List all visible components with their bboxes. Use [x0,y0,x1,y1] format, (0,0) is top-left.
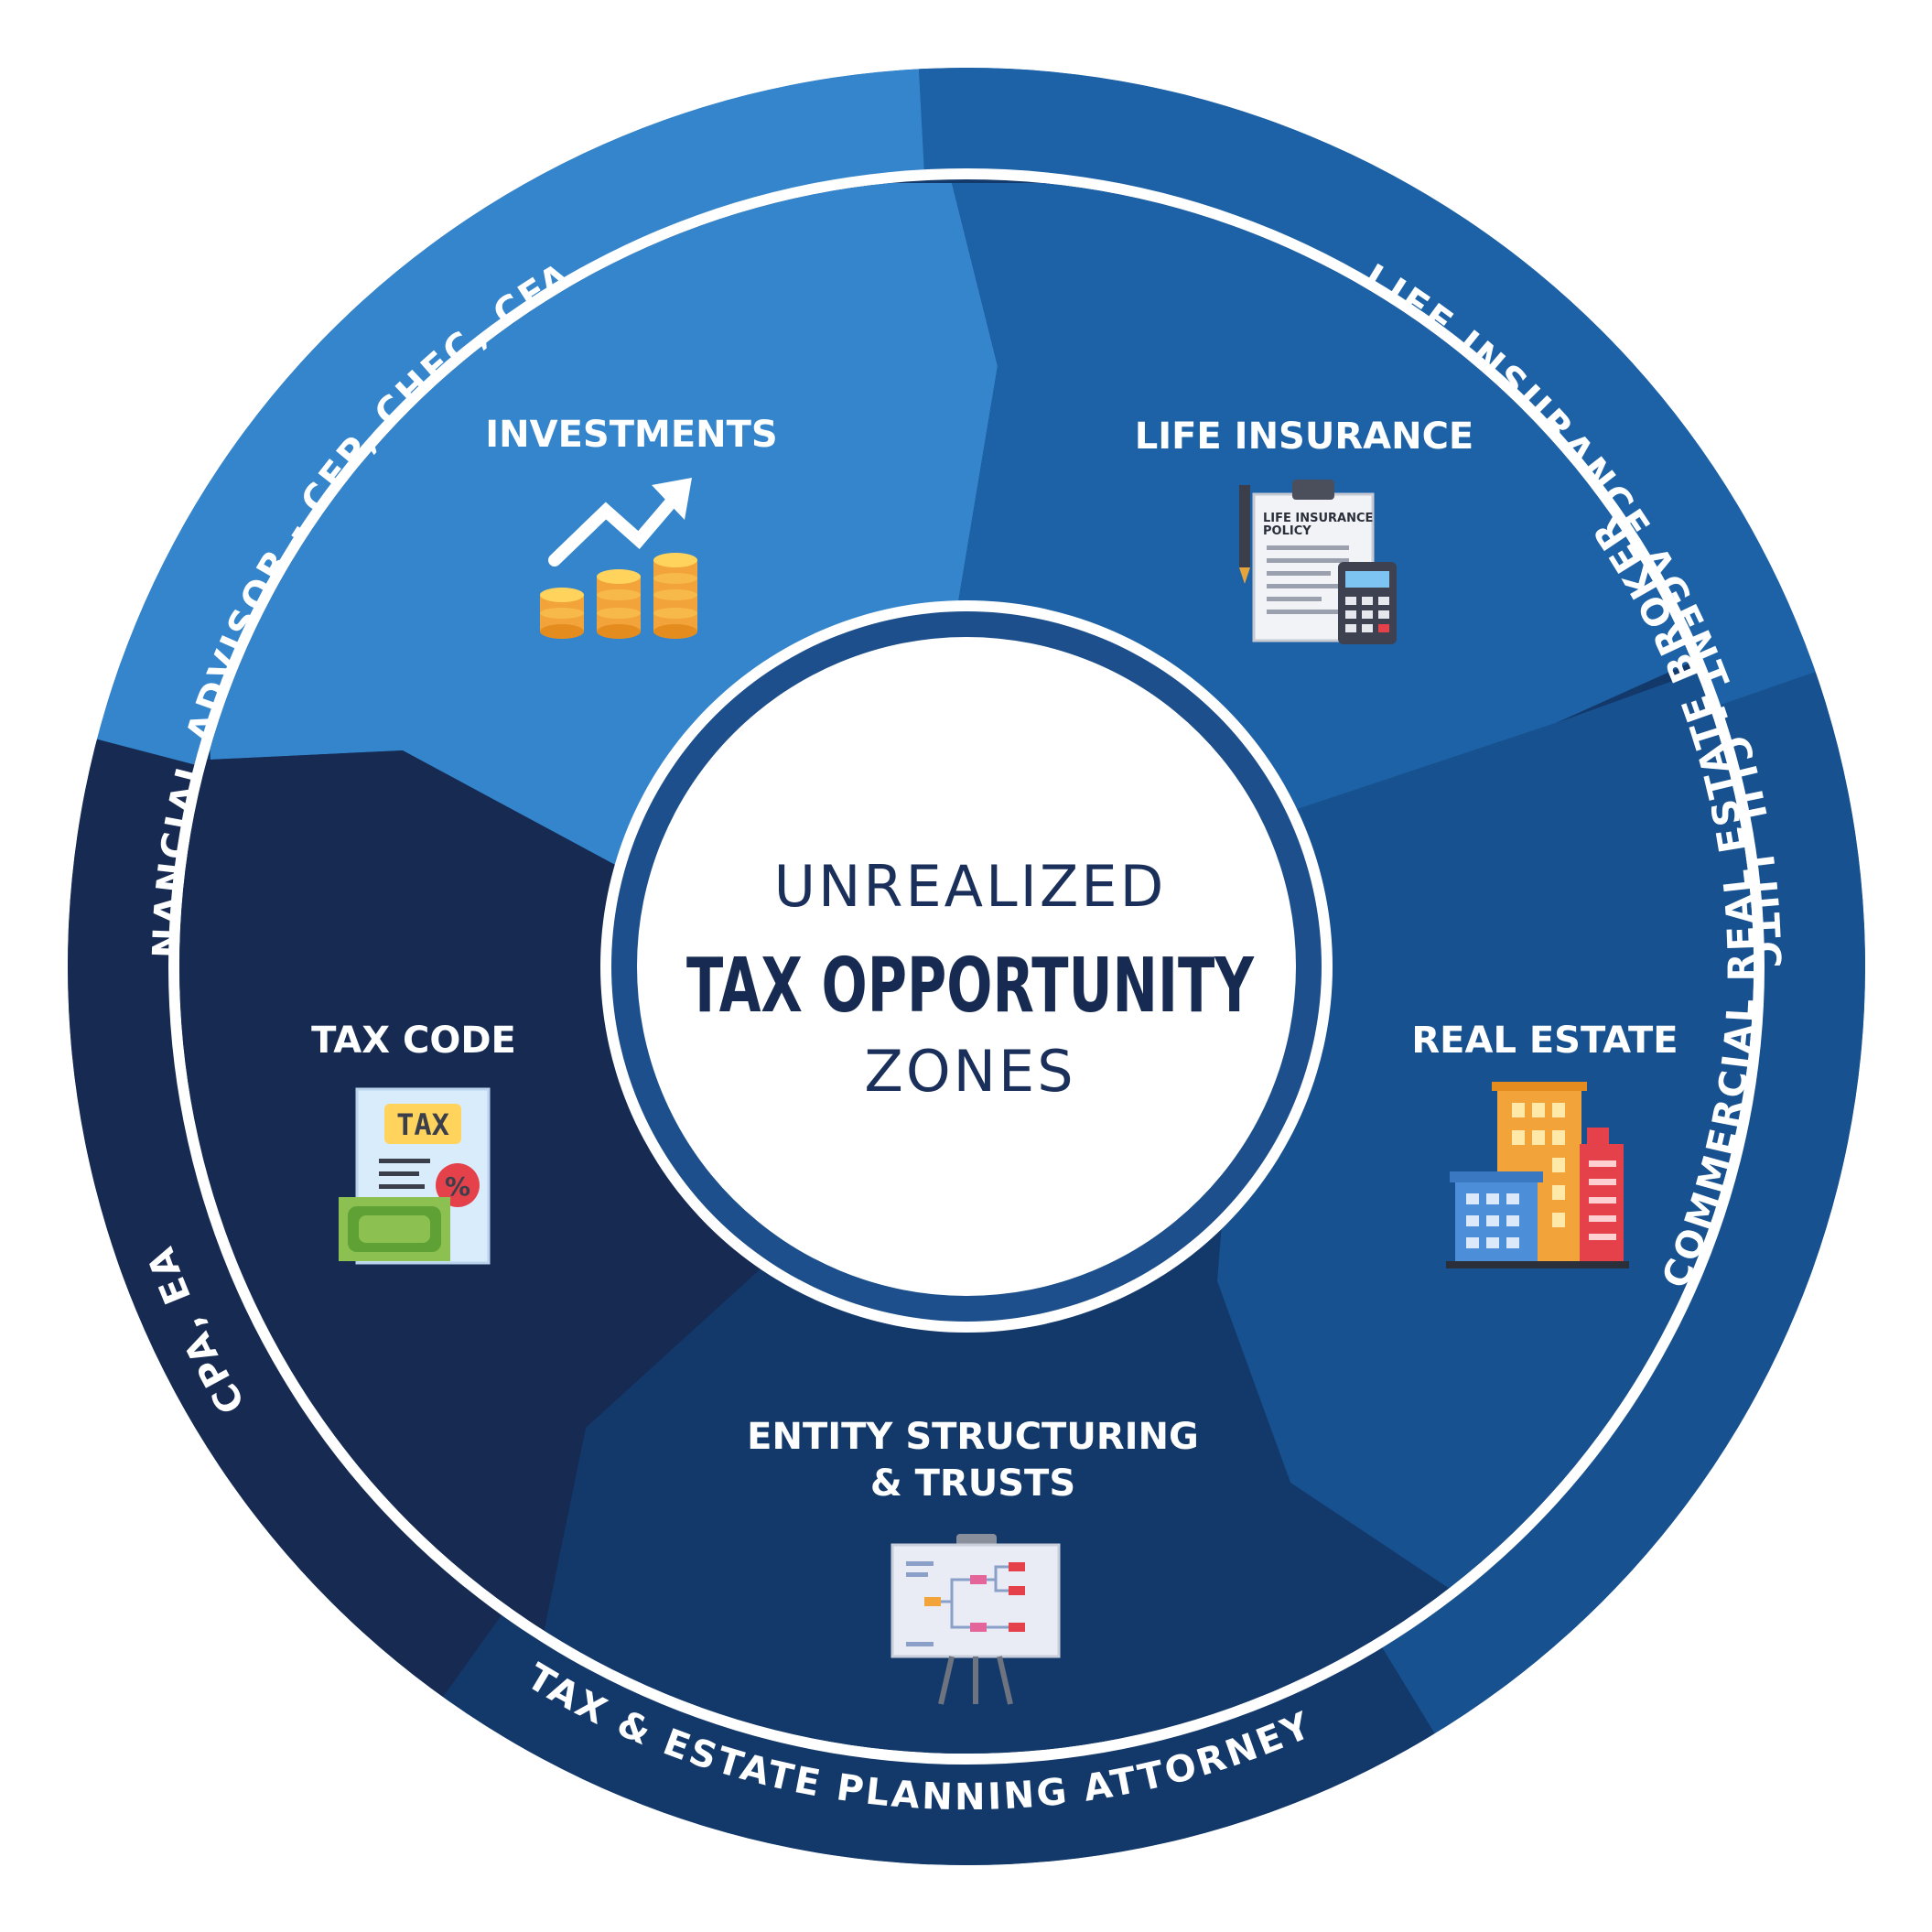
segment-title-life-insurance: LIFE INSURANCE [1135,416,1474,458]
center-title-line1: UNREALIZED [774,853,1167,920]
buildings-icon [1446,1082,1629,1268]
tax-document-icon: TAX % [339,1087,491,1265]
policy-title-line2: POLICY [1263,524,1311,538]
segment-title-tax-code: TAX CODE [311,1020,516,1062]
insurance-policy-icon: LIFE INSURANCE POLICY [1239,480,1397,644]
growth-coins-icon [540,478,697,639]
segment-title-entity-line2: & TRUSTS [870,1462,1075,1505]
policy-title-line1: LIFE INSURANCE [1263,512,1373,525]
center-title-line3: ZONES [864,1038,1075,1105]
org-chart-board-icon [890,1534,1061,1705]
segment-entity [513,1245,1556,1754]
percent-label: % [445,1171,470,1202]
segment-title-real-estate: REAL ESTATE [1411,1020,1678,1062]
center-title-line2: TAX OPPORTUNITY [686,943,1255,1030]
tax-label: TAX [396,1107,449,1142]
segment-title-entity-line1: ENTITY STRUCTURING [747,1416,1199,1458]
segment-title-investments: INVESTMENTS [485,414,777,456]
